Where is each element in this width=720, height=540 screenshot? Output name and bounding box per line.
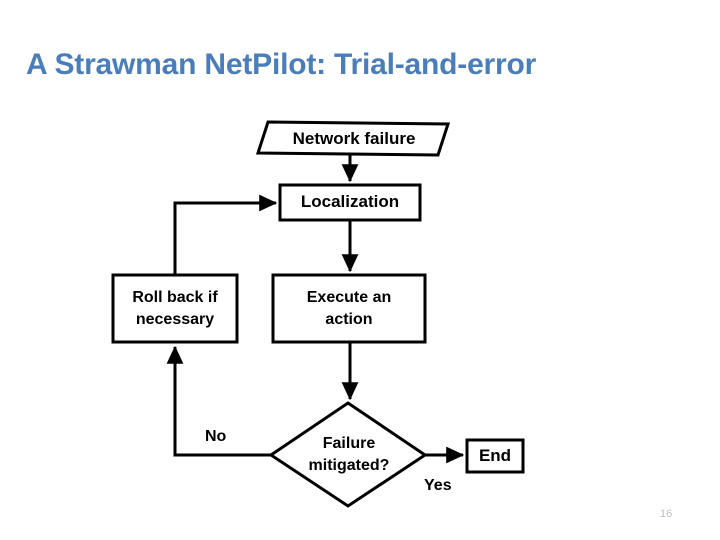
node-network-failure [255, 120, 451, 157]
node-localization [278, 183, 422, 222]
edge-decision-no-to-rollback [166, 345, 271, 457]
node-end [465, 438, 525, 474]
node-rollback [111, 273, 239, 344]
node-execute [271, 273, 427, 344]
page-title: A Strawman NetPilot: Trial-and-error [26, 48, 537, 81]
edge-rollback-to-localization [173, 194, 278, 275]
node-failure-mitigated [268, 401, 428, 508]
page-number: 16 [660, 508, 673, 520]
